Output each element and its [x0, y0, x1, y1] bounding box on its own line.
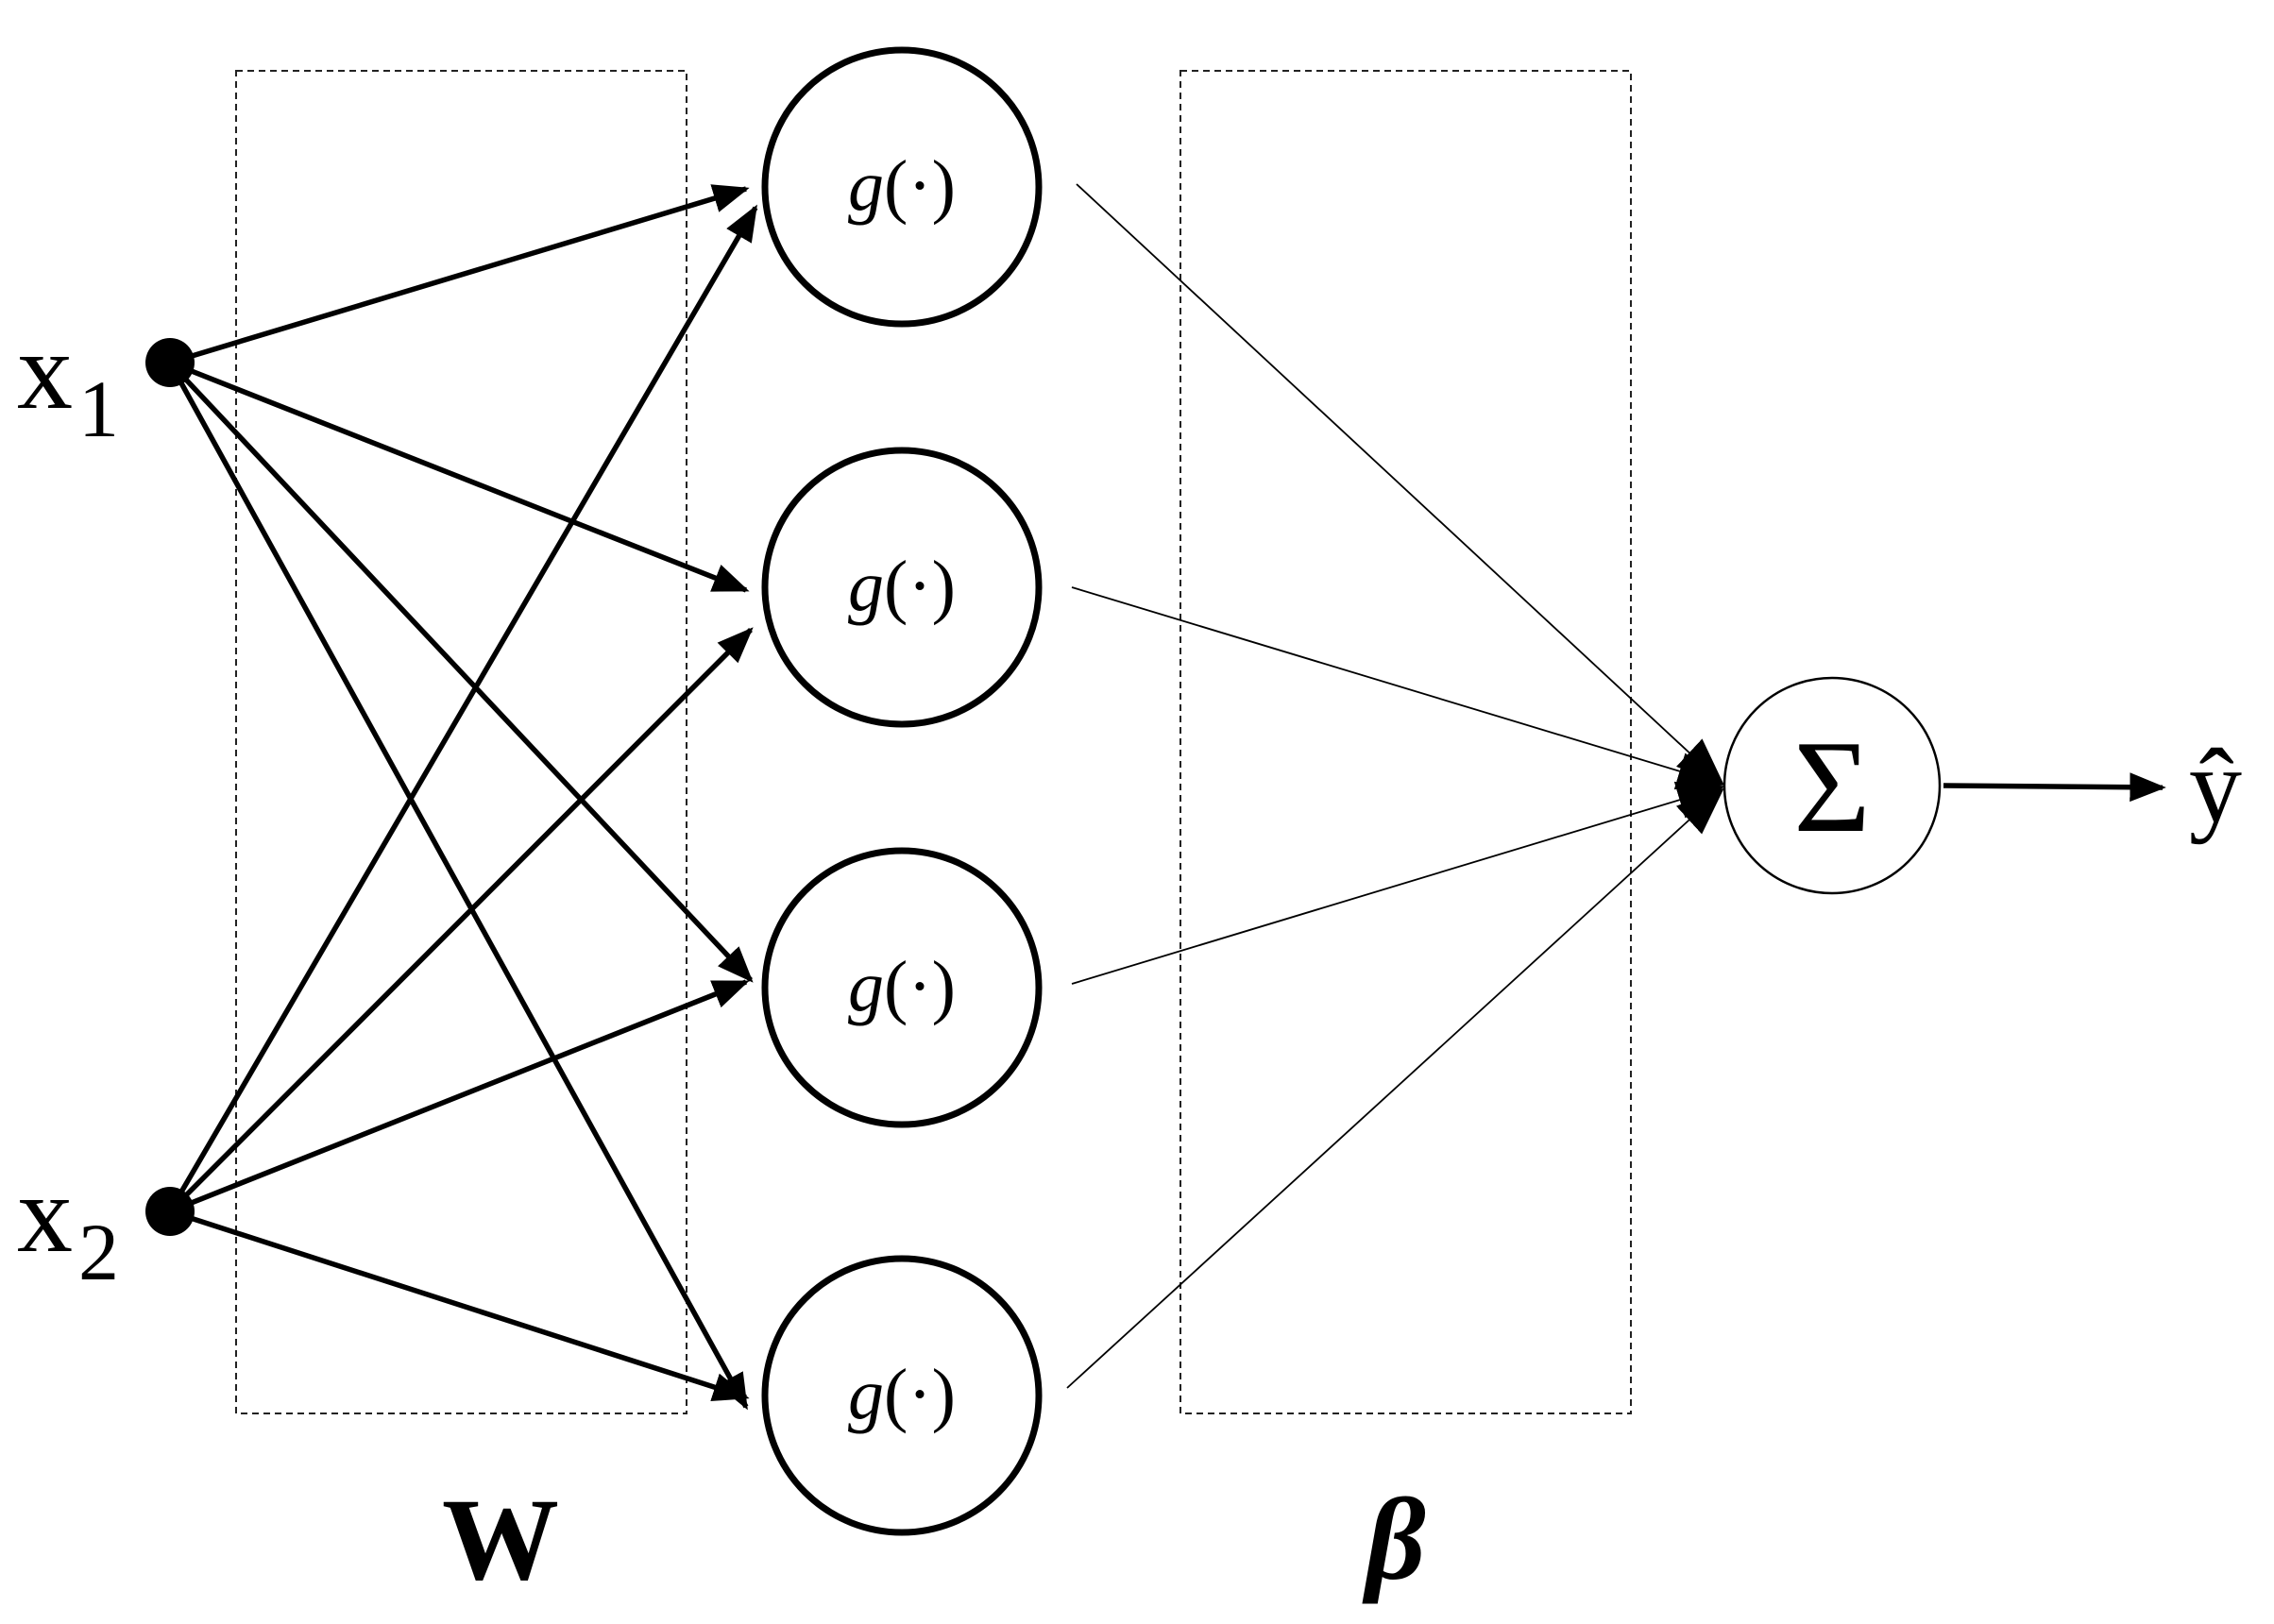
input-x1-label: x1 — [17, 309, 119, 454]
input-x1: x1 — [17, 309, 195, 454]
hidden-node-3-label: g(·) — [848, 947, 956, 1026]
input-x2-dot — [145, 1187, 195, 1236]
edge-h1-sum — [1076, 183, 1724, 786]
edge-x1-h4 — [167, 361, 749, 1411]
hidden-node-4-label: g(·) — [848, 1355, 956, 1434]
hidden-node-3-circle — [761, 847, 1043, 1128]
output-arrow — [1943, 772, 2166, 803]
hidden-node-3: g(·) — [761, 847, 1043, 1128]
edge-x2-h2 — [168, 627, 754, 1213]
edge-x1-h3 — [167, 361, 754, 983]
hidden-node-1-label: g(·) — [848, 146, 956, 226]
hidden-sum-connections — [1066, 183, 1725, 1389]
hidden-node-1-circle — [761, 46, 1043, 328]
edge-x2-h1 — [167, 204, 758, 1213]
edge-h4-sum — [1066, 787, 1724, 1389]
beta-weight-label: β — [1362, 1475, 1426, 1604]
hidden-node-1: g(·) — [761, 46, 1043, 328]
sum-node-circle — [1722, 676, 1942, 895]
input-hidden-connections — [167, 184, 758, 1411]
input-x2-label: x2 — [17, 1152, 119, 1297]
input-x1-dot — [145, 338, 195, 387]
w-weight-label: W — [442, 1475, 559, 1604]
edge-x2-h3 — [168, 979, 750, 1214]
input-x2: x2 — [17, 1152, 195, 1297]
hidden-node-2-circle — [761, 447, 1043, 728]
hidden-node-4-circle — [761, 1255, 1043, 1536]
edge-x2-h4 — [169, 1209, 750, 1402]
hidden-node-4: g(·) — [761, 1255, 1043, 1536]
output-label: ŷ — [2189, 728, 2242, 845]
hidden-node-2: g(·) — [761, 447, 1043, 728]
hidden-node-2-label: g(·) — [848, 547, 956, 626]
edge-x1-h2 — [168, 360, 750, 593]
edge-h3-sum — [1071, 781, 1725, 985]
w-weight-box — [235, 70, 687, 1414]
edge-x1-h1 — [169, 184, 750, 365]
beta-weight-box — [1179, 70, 1632, 1414]
sum-symbol: Σ — [1793, 714, 1870, 860]
sum-node: Σ — [1722, 676, 1942, 895]
edge-h2-sum — [1071, 586, 1725, 790]
